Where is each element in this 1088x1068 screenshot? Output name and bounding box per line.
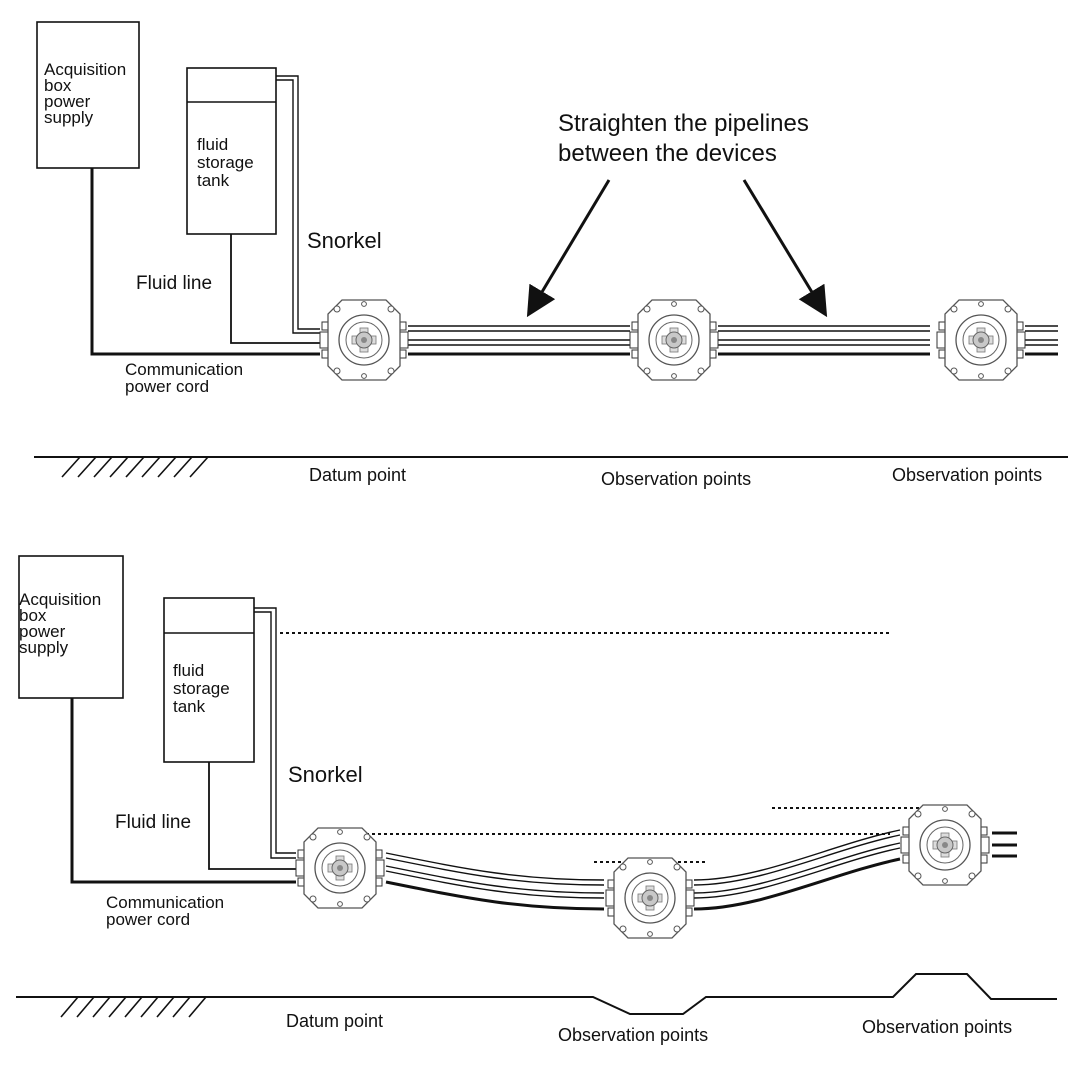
settlement-gauge-icon [936,299,1026,381]
fluid-storage-tank-bottom: fluid storage tank [163,597,255,763]
acquisition-box-top: Acquisition box power supply [36,21,140,169]
svg-text:fluid storage: fluid storage tank [197,135,258,190]
bottom-panel: Acquisition box power supply fluid stora… [16,555,1057,1045]
snorkel-label-bottom: Snorkel [288,762,363,787]
fluid-line-top [230,234,320,344]
fluid-line-bottom [208,762,296,870]
acquisition-line-3: power [44,92,91,111]
acquisition-line-4: supply [19,638,69,657]
tank-line-1: fluid [173,661,204,680]
snorkel-line-top-b [276,79,320,334]
settlement-gauge-icon [295,827,385,909]
settlement-gauge-icon [900,804,990,886]
observation-points-label-bottom-1: Observation points [558,1025,708,1045]
fluid-line-label-top: Fluid line [136,273,212,294]
settlement-gauge-icon [319,299,409,381]
tank-line-2: storage [173,679,230,698]
tank-line-3: tank [197,171,230,190]
acquisition-line-2: box [19,606,47,625]
observation-points-label-top-2: Observation points [892,465,1042,485]
communication-power-cord-top [90,168,320,356]
communication-power-cord-bottom [70,698,296,884]
svg-text:Acquisition box: Acquisition box power supply [44,60,131,127]
acquisition-line-3: power [19,622,66,641]
ground-hatch-icon [34,456,1068,478]
observation-points-label-bottom-2: Observation points [862,1017,1012,1037]
acquisition-line-2: box [44,76,72,95]
snorkel-label-top: Snorkel [307,228,382,253]
acquisition-line-4: supply [44,108,94,127]
svg-text:Communication power cord: Communication power cord [125,360,248,396]
svg-text:Acquisition box: Acquisition box power supply [19,590,106,657]
observation-points-label-top-1: Observation points [601,469,751,489]
power-cord-label-top-1: Communication [125,360,243,379]
power-cord-label-bottom-1: Communication [106,893,224,912]
svg-text:fluid storage: fluid storage tank [173,661,234,716]
tank-line-3: tank [173,697,206,716]
fluid-storage-tank-top: fluid storage tank [186,67,277,235]
acquisition-box-bottom: Acquisition box power supply [18,555,124,699]
snorkel-line-bottom-a [254,607,296,854]
svg-text:Communication power cord: Communication power cord [106,893,229,929]
acquisition-line-1: Acquisition [44,60,126,79]
pipelines-bottom [385,829,1017,911]
pipelines-top [408,325,1058,356]
settlement-gauge-icon [605,857,695,939]
annotation-arrow-right [742,179,828,318]
settlement-gauge-icon [629,299,719,381]
power-cord-label-top-2: power cord [125,377,209,396]
snorkel-line-top-a [276,75,320,330]
annotation-arrow-left [526,179,611,318]
fluid-line-label-bottom: Fluid line [115,812,191,833]
datum-point-label-bottom: Datum point [286,1011,383,1031]
top-panel: Acquisition box power supply fluid stora… [34,21,1068,489]
snorkel-line-bottom-b [254,611,296,859]
annotation-line-2: between the devices [558,140,777,167]
power-cord-label-bottom-2: power cord [106,910,190,929]
acquisition-line-1: Acquisition [19,590,101,609]
annotation-line-1: Straighten the pipelines [558,110,809,137]
tank-line-1: fluid [197,135,228,154]
datum-point-label-top: Datum point [309,465,406,485]
ground-hatch-icon [16,973,1057,1018]
tank-line-2: storage [197,153,254,172]
svg-text:Straighten the pipelines: Straighten the pipelines between the dev… [558,110,816,167]
